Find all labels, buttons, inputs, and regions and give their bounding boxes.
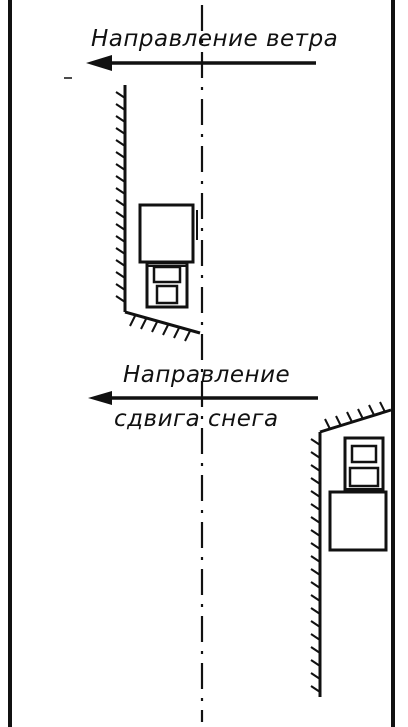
wind-direction-arrow	[86, 55, 316, 71]
snow-shift-label-line2: сдвига снега	[114, 406, 279, 432]
wind-direction-label: Направление ветра	[91, 26, 339, 52]
lower-snowplow-truck	[328, 436, 388, 552]
snow-shift-direction-arrow	[88, 391, 318, 405]
snow-shift-label-line1: Направление	[123, 362, 291, 388]
upper-snow-bank	[115, 85, 201, 342]
lower-snow-bank	[310, 401, 392, 697]
upper-snowplow-truck	[138, 203, 198, 309]
